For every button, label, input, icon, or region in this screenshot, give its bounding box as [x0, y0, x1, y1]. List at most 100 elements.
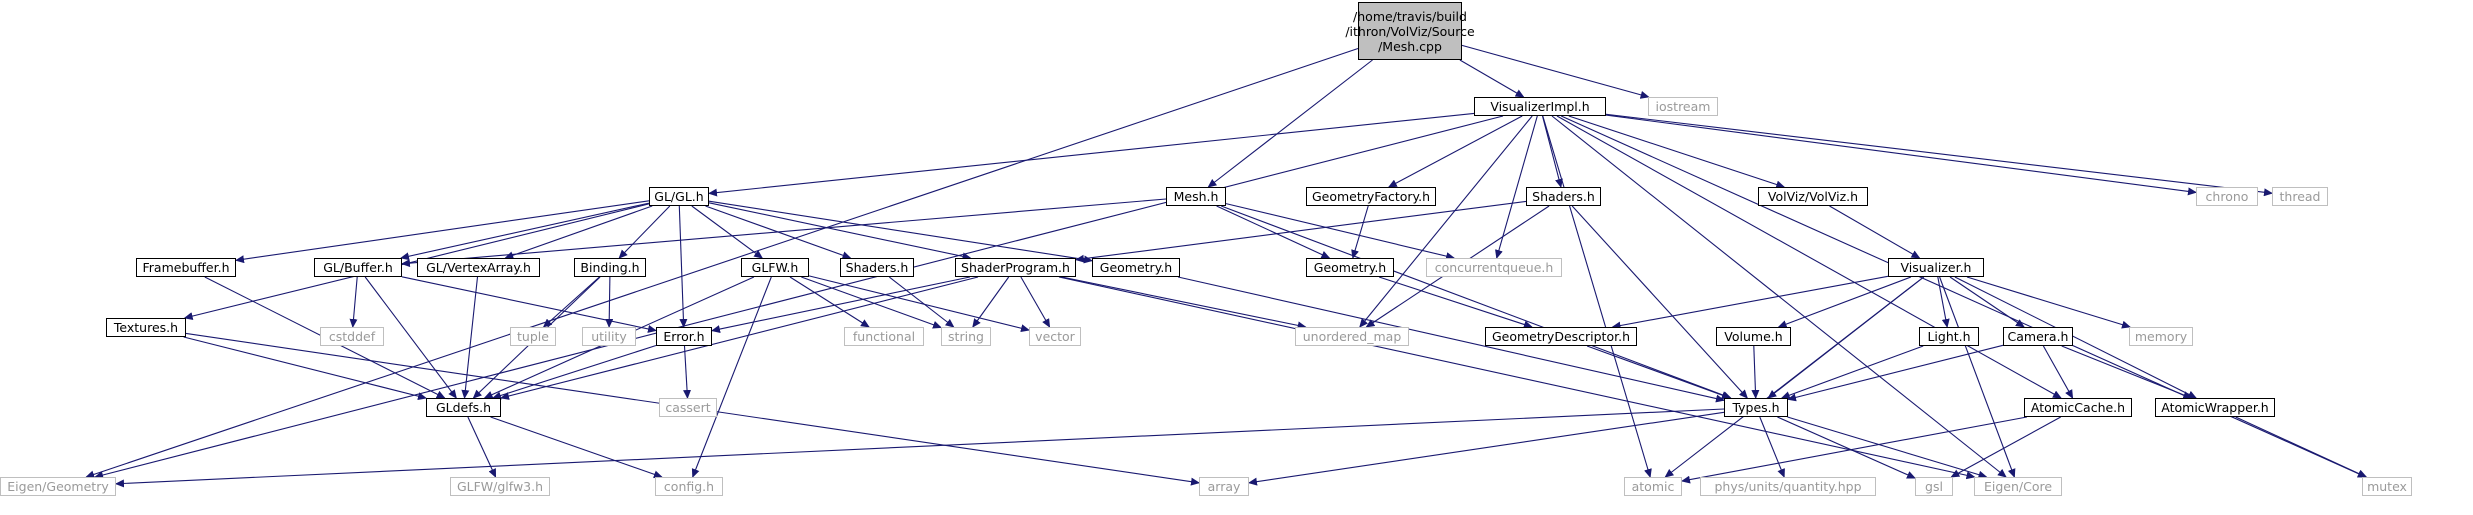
node-glgl[interactable]: GL/GL.h [649, 187, 709, 206]
edge-visualizer-to-memory [1966, 276, 2131, 329]
node-concurrentqueue: concurrentqueue.h [1426, 258, 1562, 277]
node-label: vector [1035, 329, 1075, 344]
edge-visualizer-to-volumeh [1777, 276, 1912, 328]
node-volumeh[interactable]: Volume.h [1716, 327, 1791, 346]
node-label: VisualizerImpl.h [1490, 99, 1590, 114]
node-root[interactable]: /home/travis/build /ithron/VolViz/Source… [1345, 2, 1475, 60]
node-label: Geometry.h [1313, 260, 1387, 275]
edge-geomfactory-to-geometry2 [1351, 205, 1369, 259]
edge-shaderprog-to-string [972, 276, 1010, 328]
node-glbuffer[interactable]: GL/Buffer.h [314, 258, 402, 277]
edge-geometry2-to-geomdesc [1378, 276, 1533, 329]
node-camerah[interactable]: Camera.h [2003, 327, 2073, 346]
edge-glva-to-gldefs [461, 276, 479, 399]
edge-visualizer-to-lighth [1937, 276, 1950, 328]
node-label: Textures.h [113, 320, 179, 335]
edge-gldefs-to-glfw3 [467, 416, 497, 478]
edge-vimpl-to-concurrentqueue [1495, 115, 1538, 259]
node-glva[interactable]: GL/VertexArray.h [417, 258, 540, 277]
node-label: string [948, 329, 984, 344]
edge-typesh-to-quantity [1759, 416, 1785, 478]
node-glfw3: GLFW/glfw3.h [450, 477, 550, 496]
node-framebuffer[interactable]: Framebuffer.h [136, 258, 236, 277]
edge-glgl-to-framebuffer [235, 200, 650, 264]
edge-glbuffer-to-errorh [401, 276, 657, 333]
edge-geomdesc-to-typesh [1586, 345, 1731, 400]
edge-atomiccache-to-atomic [1681, 416, 2028, 484]
node-typesh[interactable]: Types.h [1724, 398, 1788, 417]
edge-textures-to-gldefs [183, 336, 427, 401]
node-label: AtomicCache.h [2030, 400, 2126, 415]
edge-glfw-to-string [801, 276, 942, 329]
node-label: Shaders.h [1532, 189, 1595, 204]
edge-vimpl-to-volviz [1568, 115, 1786, 189]
node-volviz[interactable]: VolViz/VolViz.h [1758, 187, 1868, 206]
node-binding[interactable]: Binding.h [574, 258, 646, 277]
node-mutex: mutex [2362, 477, 2412, 496]
node-visualizer[interactable]: Visualizer.h [1888, 258, 1984, 277]
node-geometry1[interactable]: Geometry.h [1092, 258, 1180, 277]
node-label: utility [591, 329, 627, 344]
node-utility: utility [582, 327, 636, 346]
node-meshh[interactable]: Mesh.h [1166, 187, 1226, 206]
node-label: unordered_map [1302, 329, 1402, 344]
edge-meshh-to-glbuffer [401, 198, 1167, 268]
edge-visualizer-to-geomdesc [1611, 275, 1889, 330]
node-shaders1[interactable]: Shaders.h [1526, 187, 1601, 206]
node-config: config.h [655, 477, 723, 496]
edge-glgl-to-glfw [691, 205, 764, 259]
node-geometry2[interactable]: Geometry.h [1306, 258, 1394, 277]
edge-glgl-to-glbuffer [400, 202, 650, 261]
node-label: Volume.h [1724, 329, 1783, 344]
edge-volumeh-to-typesh [1751, 345, 1760, 399]
edge-typesh-to-eigencore [1787, 416, 1988, 479]
edge-geometry1-to-typesh [1177, 276, 1725, 403]
node-gsl: gsl [1915, 477, 1953, 496]
edge-camerah-to-atomicwrapper [2061, 345, 2193, 399]
edge-visualizer-to-atomicwrapper [1954, 276, 2197, 399]
node-atomicwrapper[interactable]: AtomicWrapper.h [2155, 398, 2275, 417]
node-atomiccache[interactable]: AtomicCache.h [2024, 398, 2132, 417]
edge-meshh-to-typesh [1221, 205, 1732, 399]
node-textures[interactable]: Textures.h [106, 318, 186, 337]
edge-root-to-iostream [1461, 44, 1650, 99]
node-quantity: phys/units/quantity.hpp [1700, 477, 1876, 496]
node-label: cstddef [328, 329, 376, 344]
node-label: GeometryFactory.h [1311, 189, 1431, 204]
node-label: GLdefs.h [435, 400, 492, 415]
node-shaders2[interactable]: Shaders.h [840, 258, 914, 277]
node-glfw[interactable]: GLFW.h [741, 258, 809, 277]
node-label: memory [2134, 329, 2188, 344]
node-label: VolViz/VolViz.h [1767, 189, 1859, 204]
edge-glgl-to-shaders2 [705, 205, 852, 260]
node-label: Camera.h [2007, 329, 2069, 344]
edge-vimpl-to-glgl [708, 112, 1475, 197]
node-lighth[interactable]: Light.h [1919, 327, 1979, 346]
node-label: mutex [2367, 479, 2407, 494]
node-label: thread [2279, 189, 2321, 204]
node-vimpl[interactable]: VisualizerImpl.h [1474, 97, 1606, 116]
node-errorh[interactable]: Error.h [656, 327, 712, 346]
node-geomfactory[interactable]: GeometryFactory.h [1306, 187, 1436, 206]
node-shaderprog[interactable]: ShaderProgram.h [955, 258, 1076, 277]
edge-binding-to-tuple [542, 276, 600, 328]
node-geomdesc[interactable]: GeometryDescriptor.h [1485, 327, 1637, 346]
edge-typesh-to-eigengeom [115, 408, 1725, 488]
edge-shaderprog-to-eigencore [1058, 276, 1976, 480]
node-label: GL/GL.h [654, 189, 704, 204]
node-label: GLFW/glfw3.h [456, 479, 544, 494]
edge-atomiccache-to-gsl [1950, 416, 2061, 478]
node-label: Geometry.h [1099, 260, 1173, 275]
node-tuple: tuple [510, 327, 556, 346]
edge-meshh-to-geometry2 [1216, 205, 1331, 259]
edge-typesh-to-gsl [1777, 416, 1916, 479]
node-gldefs[interactable]: GLdefs.h [426, 398, 501, 417]
edge-gldefs-to-config [490, 416, 663, 479]
edge-vimpl-to-geomfactory [1387, 115, 1523, 188]
edge-typesh-to-array [1248, 411, 1725, 486]
edge-shaderprog-to-unordered_map [1061, 276, 1307, 330]
node-thread: thread [2272, 187, 2328, 206]
edge-glgl-to-errorh [678, 205, 688, 328]
